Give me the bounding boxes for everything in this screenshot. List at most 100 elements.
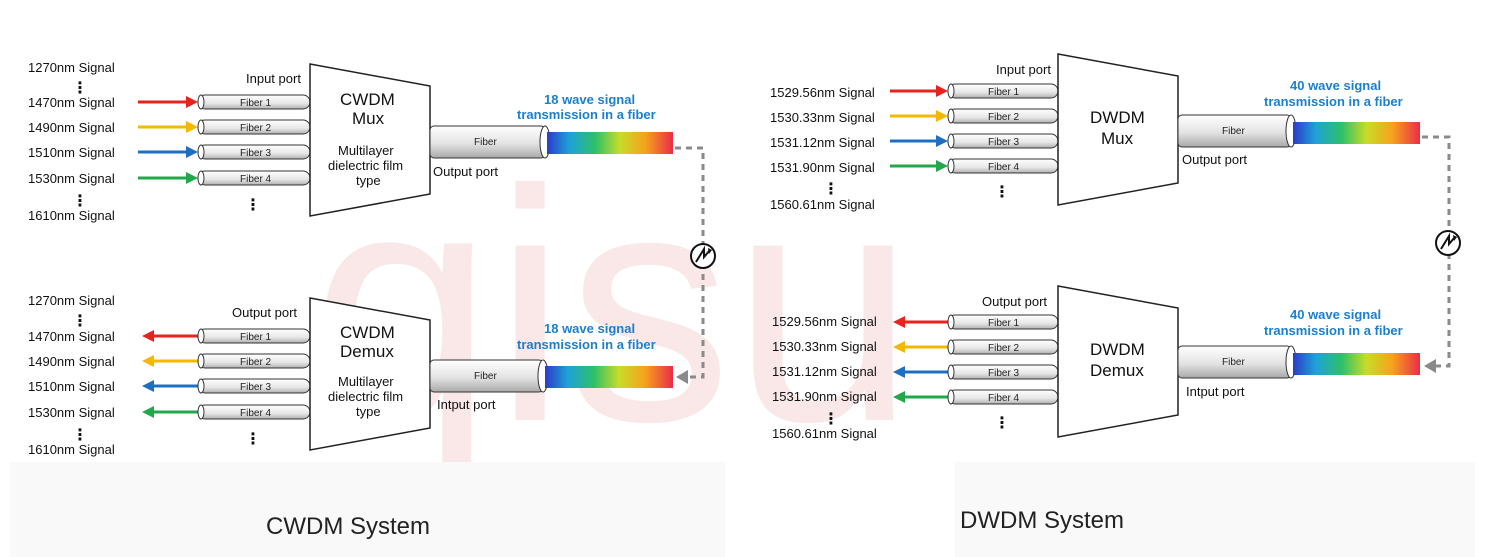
ellipsis: ⋮ [823, 411, 839, 428]
output-port-label: Output port [232, 305, 297, 320]
box-title: Demux [1090, 361, 1144, 380]
fiber-label: Fiber [1222, 126, 1245, 137]
ellipsis: ⋮ [823, 181, 839, 198]
ellipsis: ⋮ [245, 431, 261, 448]
signal-label: 1531.12nm Signal [770, 135, 875, 150]
signal-arrows [893, 316, 948, 403]
signal-label: 1490nm Signal [28, 354, 115, 369]
ellipsis: ⋮ [72, 80, 88, 97]
cwdm-mux-group: 1270nm Signal ⋮ 1470nm Signal 1490nm Sig… [28, 60, 673, 223]
wave-note: 18 wave signal [544, 321, 635, 336]
dwdm-caption: DWDM System [960, 507, 1124, 534]
fiber-label: Fiber 4 [988, 162, 1020, 173]
wave-note: transmission in a fiber [517, 107, 656, 122]
box-subtitle: type [356, 404, 381, 419]
input-port-label: Input port [246, 71, 301, 86]
output-port-label: Output port [982, 294, 1047, 309]
input-port-label: Input port [996, 62, 1051, 77]
dwdm-demux-group: 1529.56nm Signal 1530.33nm Signal 1531.1… [772, 285, 1420, 441]
signal-label: 1560.61nm Signal [770, 197, 875, 212]
dwdm-link [1422, 135, 1461, 373]
fiber-label: Fiber [1222, 357, 1245, 368]
fiber-label: Fiber 2 [988, 343, 1020, 354]
fiber-label: Fiber 4 [240, 408, 272, 419]
fiber-label: Fiber 2 [240, 357, 272, 368]
rainbow-beam [1293, 353, 1420, 375]
input-port-label: Intput port [1186, 384, 1245, 399]
cwdm-demux-group: 1270nm Signal ⋮ 1470nm Signal 1490nm Sig… [28, 293, 673, 457]
small-fibers: Fiber 1 Fiber 2 Fiber 3 Fiber 4 ⋮ [197, 94, 311, 214]
signal-arrows [138, 96, 198, 184]
fiber-label: Fiber [474, 371, 497, 382]
signal-label: 1470nm Signal [28, 329, 115, 344]
signal-label: 1531.90nm Signal [770, 160, 875, 175]
signal-label: 1270nm Signal [28, 293, 115, 308]
ellipsis: ⋮ [245, 197, 261, 214]
signal-label: 1531.90nm Signal [772, 389, 877, 404]
signal-label: 1531.12nm Signal [772, 364, 877, 379]
caption-panel-left [10, 462, 725, 557]
box-title: Mux [1101, 129, 1134, 148]
cwdm-mux-box [309, 63, 431, 217]
rainbow-beam [1293, 122, 1420, 144]
ellipsis: ⋮ [72, 193, 88, 210]
box-subtitle: Multilayer [338, 143, 394, 158]
signal-label: 1530.33nm Signal [770, 110, 875, 125]
ellipsis: ⋮ [994, 415, 1010, 432]
box-subtitle: Multilayer [338, 374, 394, 389]
cwdm-demux-box [309, 297, 431, 451]
fiber-label: Fiber [474, 137, 497, 148]
wave-note: 40 wave signal [1290, 78, 1381, 93]
wave-note: 40 wave signal [1290, 307, 1381, 322]
small-fibers: Fiber 1 Fiber 2 Fiber 3 Fiber 4 ⋮ [197, 328, 311, 448]
box-title: CWDM [340, 323, 395, 342]
fiber-label: Fiber 1 [240, 332, 272, 343]
fiber-label: Fiber 3 [240, 148, 272, 159]
ellipsis: ⋮ [72, 427, 88, 444]
signal-label: 1529.56nm Signal [770, 85, 875, 100]
fiber-label: Fiber 3 [988, 368, 1020, 379]
fiber-label: Fiber 2 [240, 123, 272, 134]
box-title: Demux [340, 342, 394, 361]
wave-note: 18 wave signal [544, 92, 635, 107]
output-port-label: Output port [1182, 152, 1247, 167]
signal-label: 1490nm Signal [28, 120, 115, 135]
fiber-label: Fiber 1 [240, 98, 272, 109]
box-title: CWDM [340, 90, 395, 109]
wave-note: transmission in a fiber [1264, 323, 1403, 338]
signal-label: 1270nm Signal [28, 60, 115, 75]
signal-arrows [142, 330, 198, 418]
cwdm-link [675, 146, 716, 384]
dwdm-mux-group: 1529.56nm Signal 1530.33nm Signal 1531.1… [770, 53, 1420, 212]
signal-label: 1560.61nm Signal [772, 426, 877, 441]
small-fibers: Fiber 1 Fiber 2 Fiber 3 Fiber 4 ⋮ [947, 83, 1059, 201]
small-fibers: Fiber 1 Fiber 2 Fiber 3 Fiber 4 ⋮ [947, 314, 1059, 432]
signal-label: 1530.33nm Signal [772, 339, 877, 354]
rainbow-beam [547, 132, 673, 154]
fiber-label: Fiber 1 [988, 318, 1020, 329]
signal-label: 1530nm Signal [28, 171, 115, 186]
dwdm-mux-box [1057, 53, 1179, 206]
signal-label: 1529.56nm Signal [772, 314, 877, 329]
dwdm-demux-box [1057, 285, 1179, 438]
signal-label: 1610nm Signal [28, 442, 115, 457]
signal-label: 1470nm Signal [28, 95, 115, 110]
fiber-label: Fiber 2 [988, 112, 1020, 123]
ellipsis: ⋮ [994, 184, 1010, 201]
signal-label: 1610nm Signal [28, 208, 115, 223]
box-subtitle: dielectric film [328, 158, 403, 173]
rainbow-beam [545, 366, 673, 388]
cwdm-caption: CWDM System [266, 513, 430, 540]
signal-label: 1530nm Signal [28, 405, 115, 420]
box-title: Mux [352, 109, 385, 128]
wave-note: transmission in a fiber [517, 337, 656, 352]
box-title: DWDM [1090, 108, 1145, 127]
wave-note: transmission in a fiber [1264, 94, 1403, 109]
fiber-label: Fiber 3 [988, 137, 1020, 148]
box-title: DWDM [1090, 340, 1145, 359]
output-port-label: Output port [433, 164, 498, 179]
input-port-label: Intput port [437, 397, 496, 412]
fiber-label: Fiber 4 [240, 174, 272, 185]
signal-arrows [890, 85, 948, 172]
